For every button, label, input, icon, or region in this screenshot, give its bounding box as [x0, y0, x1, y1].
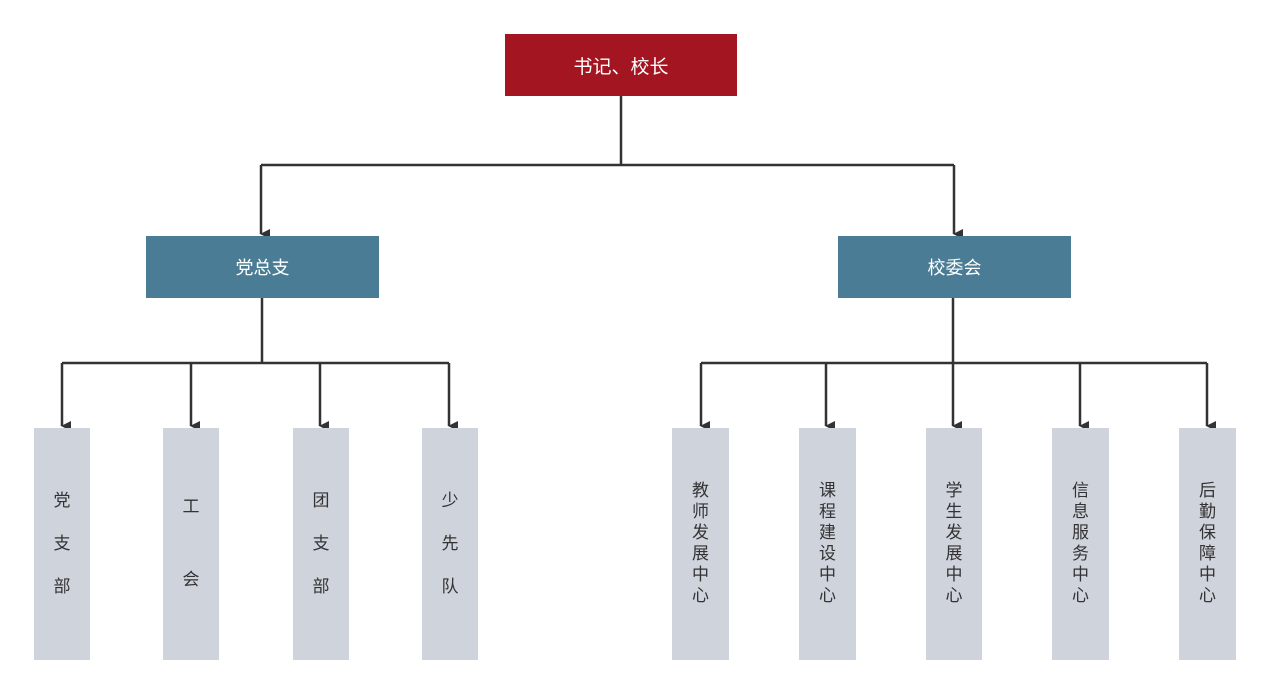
label-char: 工 [182, 497, 200, 517]
label-char: 勤 [1199, 502, 1216, 522]
label-char: 队 [441, 576, 459, 597]
node-young-pioneers-label: 少先队 [442, 480, 459, 609]
label-char: 学 [945, 481, 963, 501]
label-char: 息 [1072, 502, 1089, 522]
node-student-development-center-label: 学生发展中心 [946, 481, 963, 607]
label-char: 程 [819, 502, 836, 522]
label-char: 展 [692, 544, 709, 564]
node-party-branch-label: 党支部 [54, 480, 71, 609]
label-char: 会 [182, 570, 200, 590]
node-school-committee: 校委会 [838, 236, 1071, 298]
label-char: 服 [1072, 523, 1089, 543]
node-party-general-branch: 党总支 [146, 236, 379, 298]
node-school-committee-label: 校委会 [927, 258, 982, 279]
label-char: 障 [1199, 544, 1216, 564]
node-party-branch: 党支部 [34, 428, 90, 660]
node-young-pioneers: 少先队 [422, 428, 478, 660]
label-char: 心 [819, 586, 836, 606]
label-char: 心 [692, 586, 709, 606]
label-char: 部 [312, 576, 330, 597]
node-trade-union-label: 工会 [183, 471, 200, 617]
label-char: 中 [819, 565, 836, 585]
label-char: 发 [692, 523, 709, 543]
label-char: 课 [819, 481, 836, 501]
node-teacher-development-center-label: 教师发展中心 [692, 481, 709, 607]
label-char: 务 [1072, 544, 1089, 564]
node-curriculum-center: 课程建设中心 [799, 428, 856, 660]
label-char: 后 [1199, 481, 1216, 501]
node-curriculum-center-label: 课程建设中心 [819, 481, 836, 607]
label-char: 教 [692, 481, 709, 501]
label-char: 先 [441, 533, 459, 554]
label-char: 发 [945, 523, 963, 543]
node-information-service-center-label: 信息服务中心 [1072, 481, 1089, 607]
label-char: 中 [945, 565, 963, 585]
label-char: 中 [1072, 565, 1089, 585]
label-char: 部 [53, 576, 71, 597]
node-principal-secretary: 书记、校长 [505, 34, 737, 96]
node-student-development-center: 学生发展中心 [926, 428, 982, 660]
label-char: 师 [692, 502, 709, 522]
label-char: 建 [819, 523, 836, 543]
node-trade-union: 工会 [163, 428, 219, 660]
node-information-service-center: 信息服务中心 [1052, 428, 1109, 660]
label-char: 心 [945, 586, 963, 606]
label-char: 生 [945, 502, 963, 522]
label-char: 少 [441, 490, 459, 511]
label-char: 支 [312, 533, 330, 554]
label-char: 团 [312, 490, 330, 511]
label-char: 设 [819, 544, 836, 564]
node-youth-league-branch: 团支部 [293, 428, 349, 660]
node-logistics-center: 后勤保障中心 [1179, 428, 1236, 660]
label-char: 中 [1199, 565, 1216, 585]
label-char: 中 [692, 565, 709, 585]
label-char: 展 [945, 544, 963, 564]
label-char: 支 [53, 533, 71, 554]
node-youth-league-branch-label: 团支部 [313, 480, 330, 609]
node-principal-secretary-label: 书记、校长 [573, 55, 669, 78]
label-char: 保 [1199, 523, 1216, 543]
node-teacher-development-center: 教师发展中心 [672, 428, 729, 660]
label-char: 信 [1072, 481, 1089, 501]
node-party-general-branch-label: 党总支 [235, 258, 290, 279]
node-logistics-center-label: 后勤保障中心 [1199, 481, 1216, 607]
label-char: 党 [53, 490, 71, 511]
label-char: 心 [1072, 586, 1089, 606]
label-char: 心 [1199, 586, 1216, 606]
